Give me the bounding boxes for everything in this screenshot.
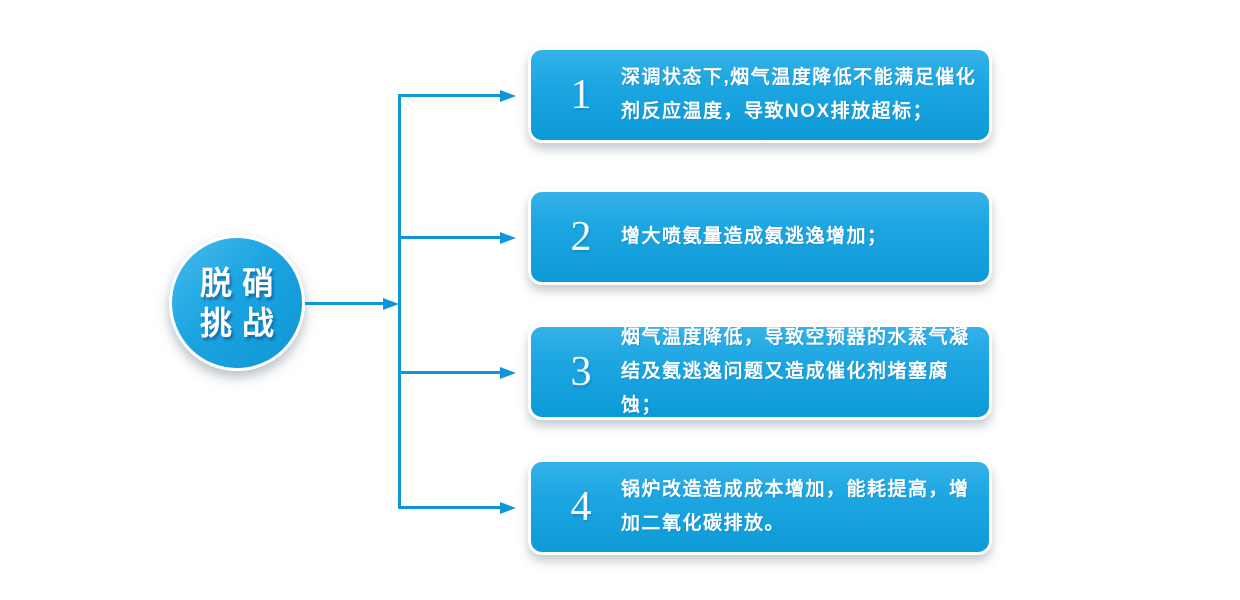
challenge-box-2: 2 增大喷氨量造成氨逃逸增加； (528, 189, 992, 285)
challenge-number: 3 (570, 349, 592, 395)
connector-trunk-line (398, 94, 401, 509)
challenge-text: 增大喷氨量造成氨逃逸增加； (621, 226, 888, 247)
connector-line-1 (399, 94, 501, 97)
hub-label-line1: 脱硝 (199, 265, 284, 301)
connector-line-2 (399, 236, 501, 239)
hub-label-line2: 挑战 (199, 305, 284, 341)
arrow-icon-hub (383, 298, 399, 310)
hub-circle: 脱硝 挑战 (169, 235, 305, 371)
challenge-box-3: 3 烟气温度降低，导致空预器的水蒸气凝结及氨逃逸问题又造成催化剂堵塞腐蚀； (528, 324, 992, 420)
arrow-icon-3 (500, 367, 516, 379)
connector-line-4 (399, 506, 501, 509)
challenge-text: 锅炉改造造成成本增加，能耗提高，增加二氧化碳排放。 (621, 479, 970, 534)
challenge-box-1: 1 深调状态下,烟气温度降低不能满足催化剂反应温度，导致NOX排放超标； (528, 47, 992, 143)
arrow-icon-4 (500, 502, 516, 514)
arrow-icon-1 (500, 90, 516, 102)
challenge-number: 2 (570, 214, 592, 260)
challenge-number: 4 (570, 484, 592, 530)
arrow-icon-2 (500, 232, 516, 244)
challenge-text: 烟气温度降低，导致空预器的水蒸气凝结及氨逃逸问题又造成催化剂堵塞腐蚀； (621, 327, 970, 416)
connector-line-3 (399, 371, 501, 374)
connector-line-hub (305, 302, 385, 305)
challenge-number: 1 (570, 72, 592, 118)
challenge-text: 深调状态下,烟气温度降低不能满足催化剂反应温度，导致NOX排放超标； (621, 67, 977, 122)
challenge-box-4: 4 锅炉改造造成成本增加，能耗提高，增加二氧化碳排放。 (528, 459, 992, 555)
